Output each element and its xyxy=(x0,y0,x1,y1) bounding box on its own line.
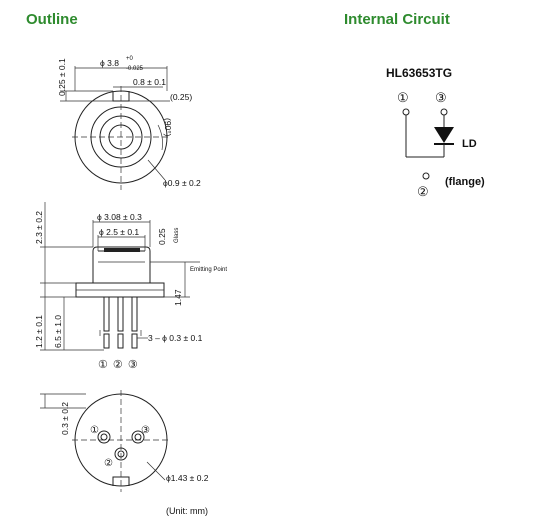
outline-heading: Outline xyxy=(26,11,78,28)
lead-dia-label: 3 – ϕ 0.3 ± 0.1 xyxy=(148,333,203,343)
flange-label: (flange) xyxy=(445,176,485,188)
bottom-pin-3 xyxy=(131,430,145,444)
side-view: ϕ 3.08 ± 0.3 ϕ 2.5 ± 0.1 0.25 Glass Emit… xyxy=(34,202,227,371)
pin-circle-label: ϕ0.9 ± 0.2 xyxy=(163,178,201,188)
cap-dia-label: ϕ 3.08 ± 0.3 xyxy=(97,212,142,222)
base-thk-label: 1.2 ± 0.1 xyxy=(34,315,44,348)
bottom-view: 0.3 ± 0.2 ① ③ ② ϕ1.43 ± 0.2 xyxy=(40,390,209,492)
emitting-point-label: Emitting Point xyxy=(190,267,227,273)
lead-1 xyxy=(103,296,110,332)
ep-height-label: 1.47 xyxy=(173,289,183,306)
internal-circuit: HL63653TG ① ③ LD ② (flange) xyxy=(386,66,485,199)
bottom-pin-1 xyxy=(97,430,111,444)
svg-text:-0.025: -0.025 xyxy=(126,66,144,72)
circuit-pin2-label: ② xyxy=(417,184,429,199)
pcd-label: ϕ1.43 ± 0.2 xyxy=(166,473,209,483)
glass-thk-label: 0.25 xyxy=(157,228,167,245)
unit-note: (Unit: mm) xyxy=(166,506,208,516)
bottom-pin-2 xyxy=(114,447,128,461)
bottom-pin3-label: ③ xyxy=(141,425,150,436)
cap-body xyxy=(92,246,151,283)
circuit-pin1-label: ① xyxy=(397,90,409,105)
notch-depth-label: (0.25) xyxy=(170,92,192,102)
cap-height-label: 2.3 ± 0.2 xyxy=(34,211,44,244)
ld-label: LD xyxy=(462,138,477,150)
svg-text:+0: +0 xyxy=(126,56,134,62)
internal-circuit-heading: Internal Circuit xyxy=(344,11,450,28)
part-number: HL63653TG xyxy=(386,66,452,80)
top-view: ϕ 3.8 +0 -0.025 0.8 ± 0.1 (0.25) (90°) ϕ… xyxy=(57,56,201,190)
bottom-pin1-label: ① xyxy=(90,425,99,436)
window-dia-label: ϕ 2.5 ± 0.1 xyxy=(99,227,139,237)
glass-window xyxy=(104,248,140,252)
notch-width-label: 0.8 ± 0.1 xyxy=(133,77,166,87)
circuit-pin3-label: ③ xyxy=(435,90,447,105)
lead-2 xyxy=(117,296,124,332)
side-pin-numbers: ① ② ③ xyxy=(98,359,139,371)
top-dia-label: ϕ 3.8 xyxy=(100,58,119,68)
lead-len-label: 6.5 ± 1.0 xyxy=(53,315,63,348)
bottom-left-dim-label: 0.3 ± 0.2 xyxy=(60,402,70,435)
top-left-dim-label: 0.25 ± 0.1 xyxy=(57,58,67,96)
angle-label: (90°) xyxy=(163,118,173,137)
glass-label: Glass xyxy=(174,228,180,243)
bottom-pin2-label: ② xyxy=(104,458,113,469)
laser-diode-symbol xyxy=(434,127,454,143)
lead-3 xyxy=(131,296,138,332)
